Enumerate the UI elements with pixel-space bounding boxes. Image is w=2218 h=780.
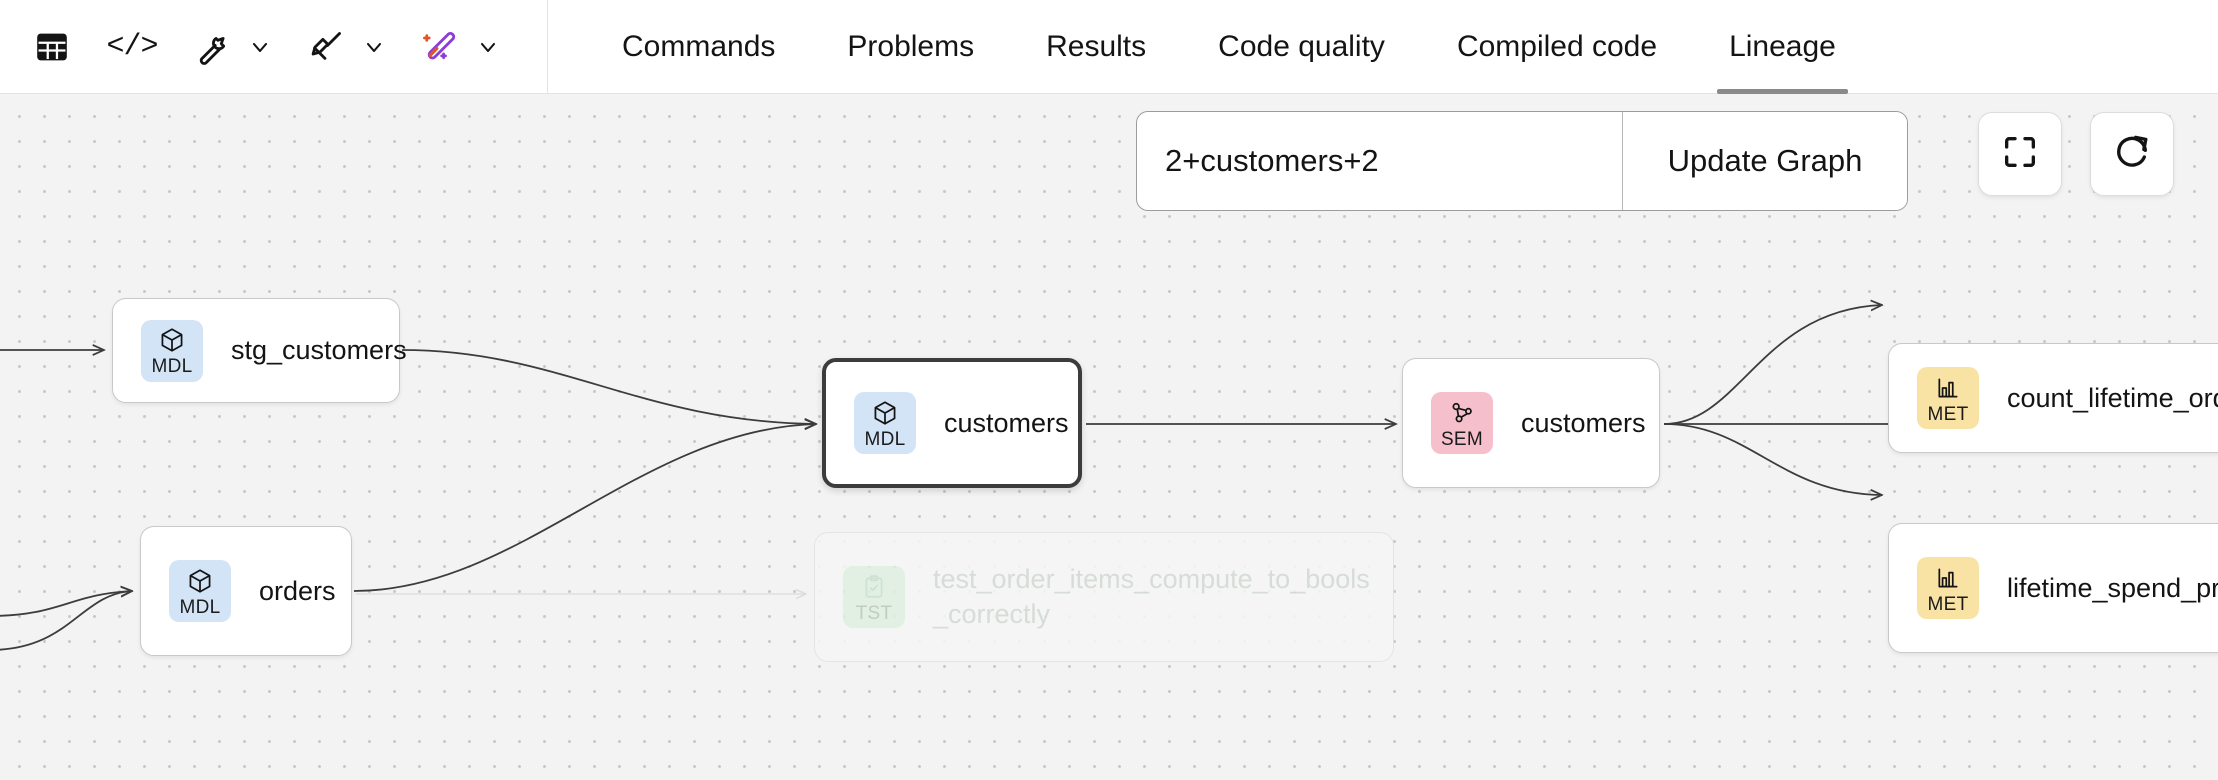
node-badge-text: MDL bbox=[864, 428, 906, 450]
node-label: orders bbox=[259, 575, 336, 606]
cube-icon bbox=[186, 566, 214, 596]
wrench-icon[interactable] bbox=[184, 19, 240, 75]
node-label: count_lifetime_orders bbox=[2007, 382, 2218, 413]
graph-node-stg-customers[interactable]: MDL stg_customers bbox=[112, 298, 407, 403]
tab-compiled-code[interactable]: Compiled code bbox=[1421, 0, 1693, 94]
graph-node-count-lifetime-orders[interactable]: MET count_lifetime_orders bbox=[1888, 343, 2218, 453]
node-label: lifetime_spend_pretax bbox=[2007, 572, 2218, 603]
tab-label: Code quality bbox=[1218, 29, 1385, 63]
tab-label: Lineage bbox=[1729, 29, 1836, 63]
lineage-canvas[interactable]: MDL stg_customers MDL orders MDL bbox=[0, 94, 2218, 780]
node-badge-sem: SEM bbox=[1431, 392, 1493, 454]
node-label: test_order_items_compute_to_bools _corre… bbox=[933, 564, 1370, 629]
bar-chart-icon bbox=[1935, 563, 1961, 593]
graph-node-customers-semantic[interactable]: SEM customers bbox=[1402, 358, 1660, 488]
graph-node-test-order-items[interactable]: TST test_order_items_compute_to_bools _c… bbox=[814, 532, 1394, 662]
node-label: customers bbox=[944, 407, 1069, 438]
node-badge-met: MET bbox=[1917, 367, 1979, 429]
node-badge-text: TST bbox=[855, 602, 893, 624]
tab-label: Compiled code bbox=[1456, 29, 1658, 63]
toolbar-icon-group: </> bbox=[0, 0, 548, 94]
refresh-graph-button[interactable] bbox=[2090, 112, 2174, 196]
magic-wand-icon[interactable] bbox=[412, 19, 468, 75]
magic-wand-chevron-down-icon[interactable] bbox=[468, 19, 508, 75]
node-badge-mdl: MDL bbox=[169, 560, 231, 622]
network-icon bbox=[1448, 398, 1476, 428]
node-badge-mdl: MDL bbox=[854, 392, 916, 454]
node-label: stg_customers bbox=[231, 335, 407, 366]
tab-label: Results bbox=[1046, 29, 1147, 63]
fit-screen-button[interactable] bbox=[1978, 112, 2062, 196]
top-toolbar: </> bbox=[0, 0, 2218, 94]
tab-commands[interactable]: Commands bbox=[586, 0, 811, 94]
node-badge-text: MDL bbox=[179, 596, 221, 618]
fit-screen-icon bbox=[2000, 132, 2040, 177]
node-badge-mdl: MDL bbox=[141, 319, 203, 382]
tab-results[interactable]: Results bbox=[1010, 0, 1182, 94]
wrench-chevron-down-icon[interactable] bbox=[240, 19, 280, 75]
clipboard-check-icon bbox=[861, 572, 887, 602]
table-icon[interactable] bbox=[24, 19, 80, 75]
update-graph-button[interactable]: Update Graph bbox=[1622, 112, 1907, 210]
cube-icon bbox=[158, 325, 186, 355]
code-glyph-text: </> bbox=[106, 29, 158, 64]
tab-problems[interactable]: Problems bbox=[811, 0, 1010, 94]
node-badge-text: MET bbox=[1927, 593, 1969, 615]
graph-node-customers-model[interactable]: MDL customers bbox=[822, 358, 1082, 488]
tab-label: Commands bbox=[622, 29, 776, 63]
node-badge-met: MET bbox=[1917, 557, 1979, 619]
lineage-search-input[interactable] bbox=[1137, 112, 1622, 210]
graph-node-lifetime-spend-pretax[interactable]: MET lifetime_spend_pretax bbox=[1888, 523, 2218, 653]
node-badge-text: SEM bbox=[1440, 428, 1484, 450]
node-badge-text: MET bbox=[1927, 403, 1969, 425]
bar-chart-icon bbox=[1935, 373, 1961, 403]
graph-node-orders[interactable]: MDL orders bbox=[140, 526, 352, 656]
refresh-icon bbox=[2112, 132, 2152, 177]
broom-icon[interactable] bbox=[298, 19, 354, 75]
code-icon[interactable]: </> bbox=[104, 19, 160, 75]
node-label: customers bbox=[1521, 407, 1646, 438]
tab-lineage[interactable]: Lineage bbox=[1693, 0, 1872, 94]
broom-chevron-down-icon[interactable] bbox=[354, 19, 394, 75]
lineage-search-control: Update Graph bbox=[1136, 111, 1908, 211]
tab-code-quality[interactable]: Code quality bbox=[1182, 0, 1421, 94]
tab-bar: Commands Problems Results Code quality C… bbox=[548, 0, 2218, 94]
node-badge-text: MDL bbox=[151, 356, 193, 377]
node-badge-tst: TST bbox=[843, 566, 905, 628]
tab-label: Problems bbox=[847, 29, 975, 63]
cube-icon bbox=[871, 398, 899, 428]
